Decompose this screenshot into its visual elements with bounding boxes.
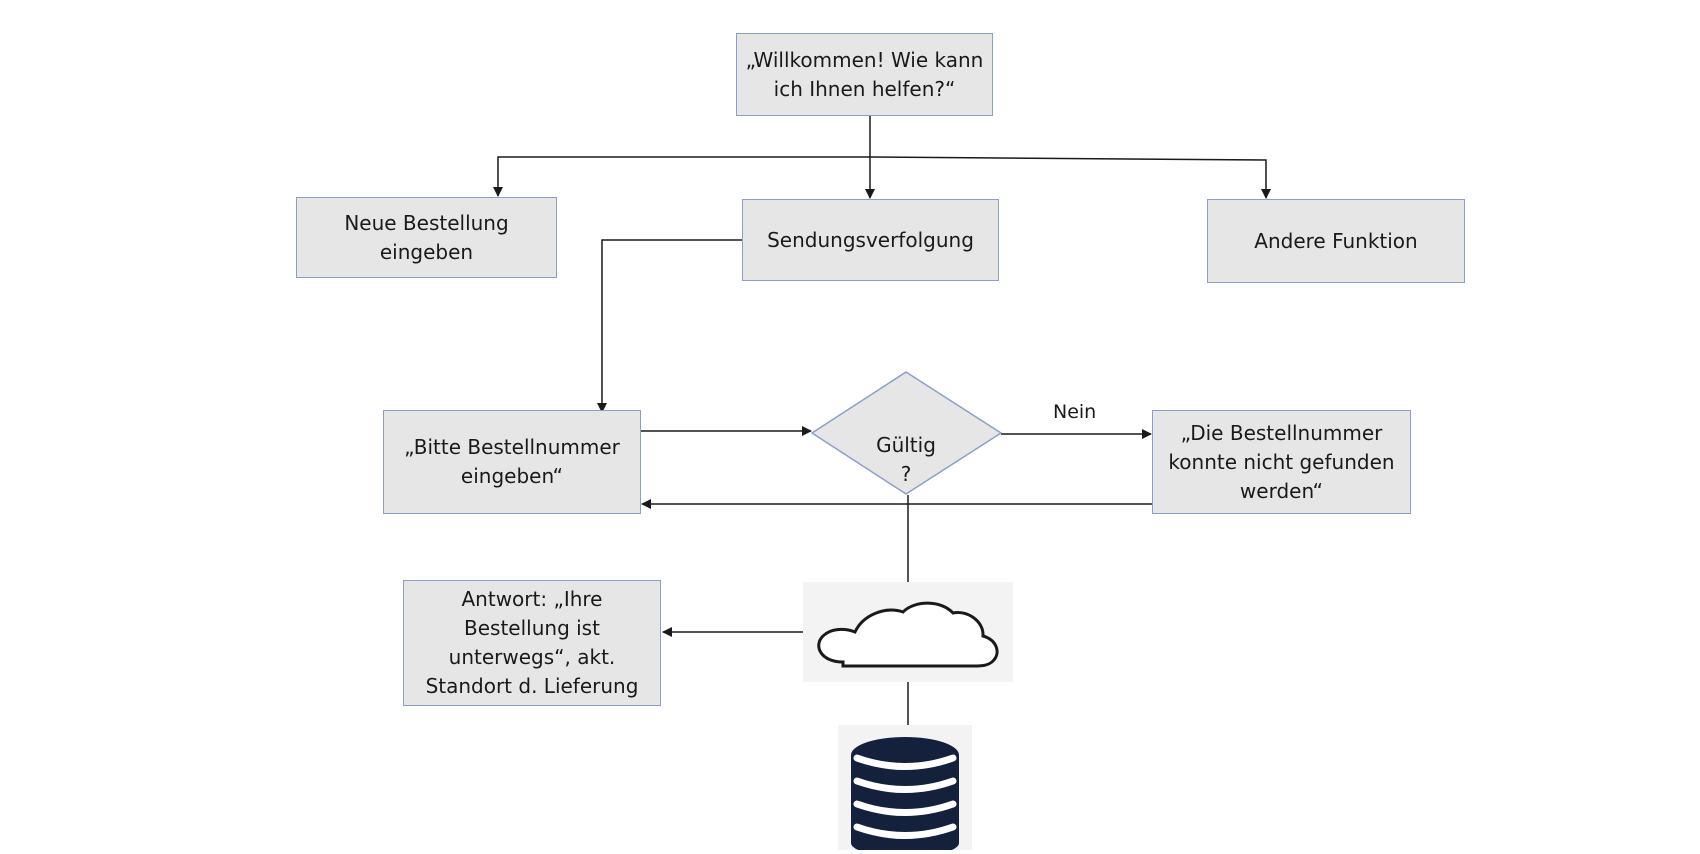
new-order-node-text: Neue Bestellung eingeben — [344, 210, 509, 264]
tracking-node: Sendungsverfolgung — [742, 199, 999, 281]
database-icon — [838, 725, 972, 854]
edge-label-no: Nein — [1053, 401, 1097, 423]
edge-welcome-to-new-order — [493, 156, 870, 197]
enter-number-node: „Bitte Bestellnummer eingeben“ — [383, 410, 641, 514]
enter-number-node-text: „Bitte Bestellnummer eingeben“ — [404, 435, 620, 488]
tracking-node-text: Sendungsverfolgung — [767, 227, 974, 252]
cloud-icon — [803, 582, 1013, 682]
edge-welcome-to-other — [869, 156, 1271, 199]
other-function-node: Andere Funktion — [1207, 199, 1465, 283]
answer-node: Antwort: „Ihre Bestellung ist unterwegs“… — [403, 580, 661, 706]
new-order-node: Neue Bestellung eingeben — [296, 197, 557, 278]
edge-tracking-to-enter-number — [597, 239, 743, 413]
decision-diamond — [810, 371, 1003, 495]
not-found-node: „Die Bestellnummer konnte nicht gefunden… — [1152, 410, 1411, 514]
decision-label: Gültig ? — [876, 433, 936, 486]
welcome-node-text: „Willkommen! Wie kann ich Ihnen helfen?“ — [745, 47, 984, 101]
answer-node-text: Antwort: „Ihre Bestellung ist unterwegs“… — [425, 587, 639, 698]
welcome-node: „Willkommen! Wie kann ich Ihnen helfen?“ — [736, 33, 993, 116]
other-function-node-text: Andere Funktion — [1254, 228, 1418, 253]
not-found-node-text: „Die Bestellnummer konnte nicht gefunden… — [1168, 420, 1395, 503]
